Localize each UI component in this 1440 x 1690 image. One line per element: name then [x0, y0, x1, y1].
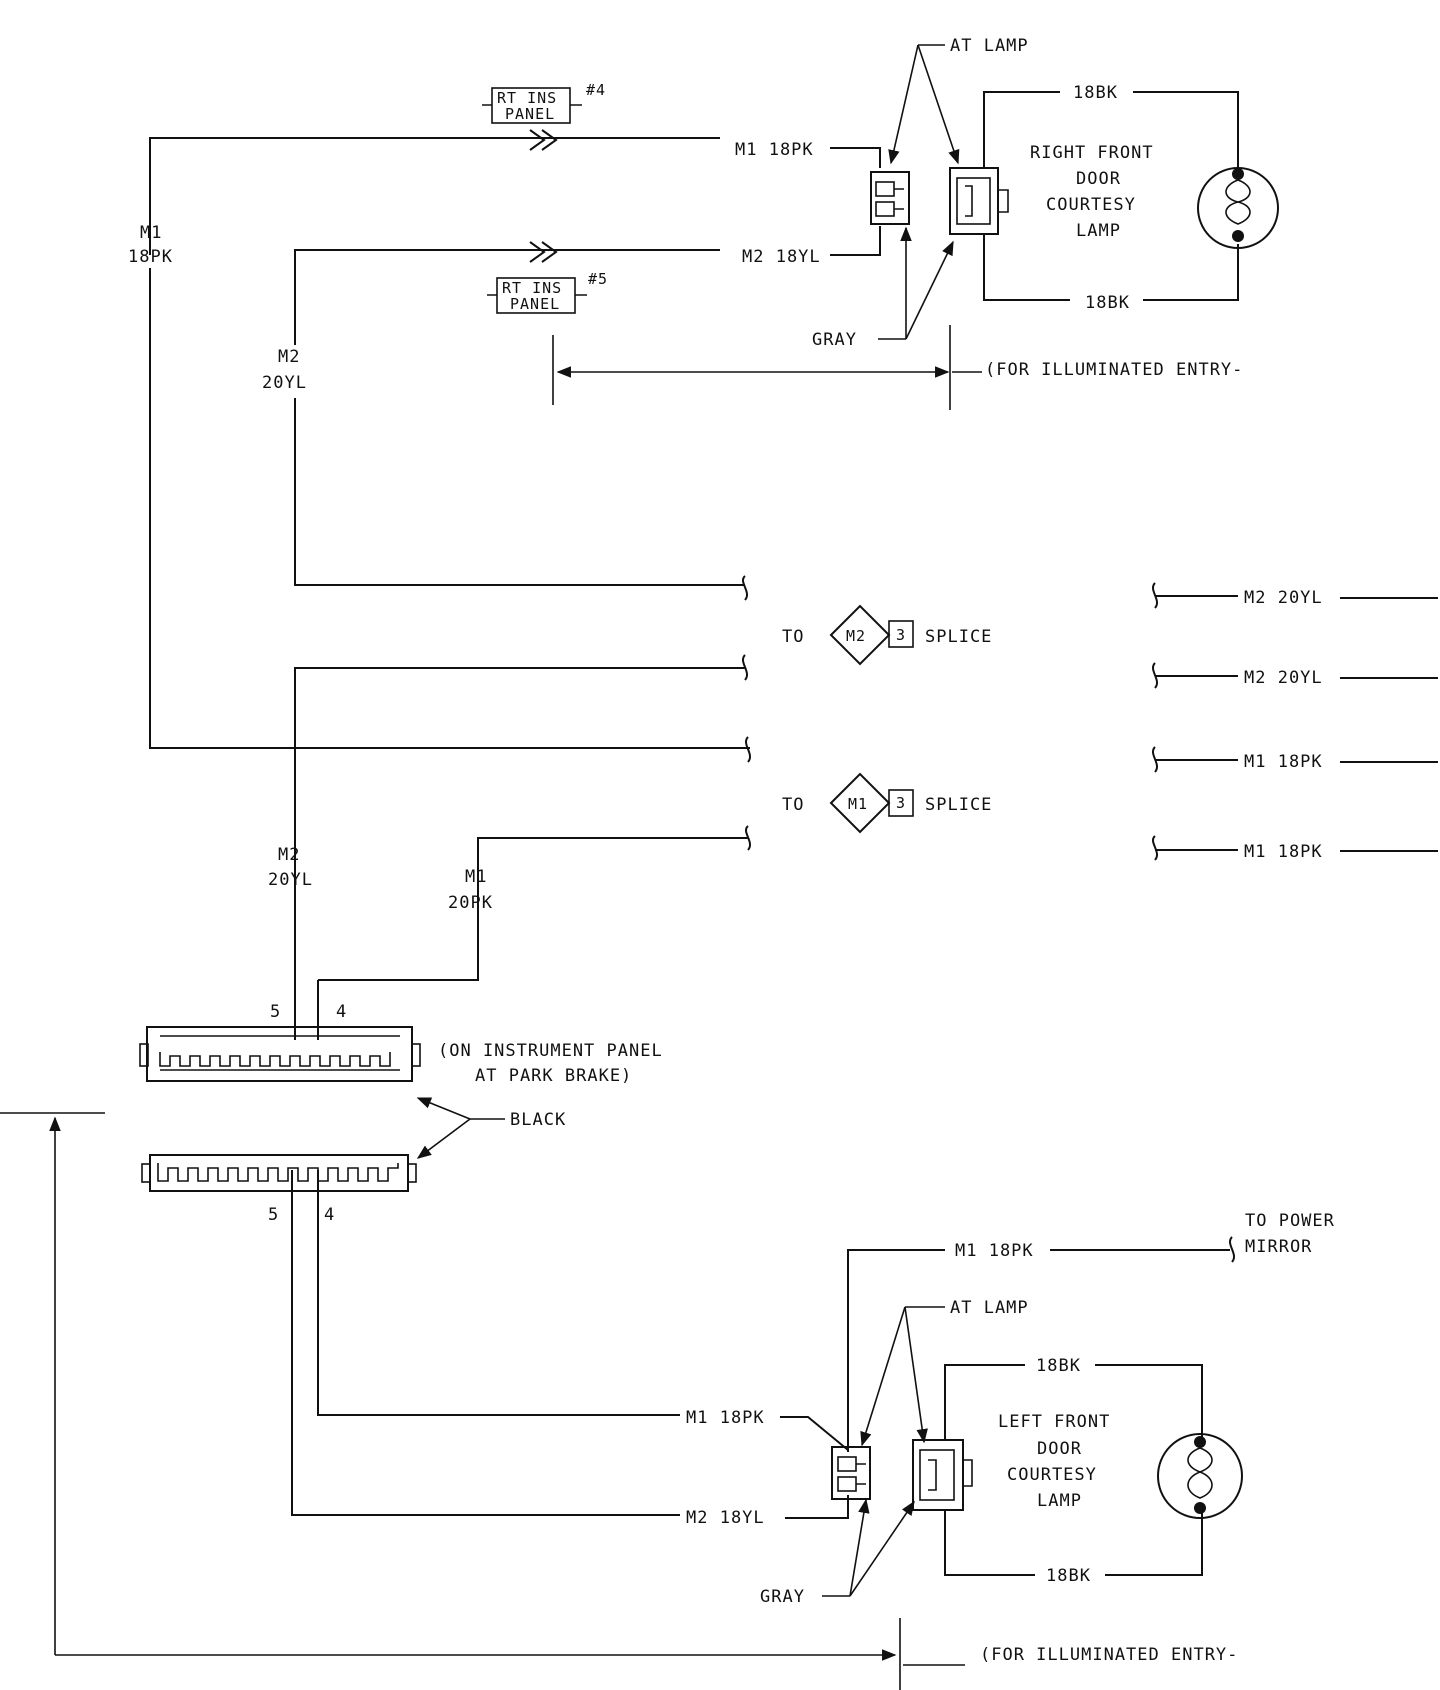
right-wire-1-label: M2 20YL [1244, 588, 1323, 608]
top-18bk-top: 18BK [1073, 83, 1118, 103]
connector-note-2: AT PARK BRAKE) [475, 1066, 632, 1086]
rf-courtesy-lamp-bulb [1197, 167, 1279, 249]
m1-20pk-label-a: M1 [465, 867, 487, 887]
svg-text:RT INS: RT INS [497, 89, 557, 107]
top-at-lamp-arrow-right [917, 44, 960, 165]
top-m1-inline-connector [529, 129, 558, 151]
splice1-symbol: M2 3 [829, 604, 914, 666]
top-lamp-connector [949, 167, 1009, 235]
bottom-gray-label: GRAY [760, 1587, 805, 1607]
lower-black-connector [141, 1154, 417, 1192]
rt-ins-panel-ref-4: RT INS PANEL #4 [482, 81, 606, 124]
lf-lamp-label-3: COURTESY [1007, 1465, 1097, 1485]
splice1-to: TO [782, 627, 804, 647]
lf-lamp-label-4: LAMP [1037, 1491, 1082, 1511]
svg-text:#4: #4 [586, 81, 606, 99]
svg-text:#5: #5 [588, 270, 608, 288]
svg-text:M2: M2 [846, 627, 866, 645]
top-m2-inline-connector [529, 241, 558, 263]
bottom-18bk-top: 18BK [1036, 1356, 1081, 1376]
top-gray-arrow-right [905, 240, 954, 340]
top-m1-wire [149, 137, 720, 255]
right-front-door-section: AT LAMP RT INS PANEL #4 M1 18PK M1 18PK … [128, 36, 1279, 749]
left-front-door-section: M1 18PK TO POWER MIRROR M1 18PK M2 18YL … [0, 1112, 1335, 1690]
bottom-m1-18pk-label: M1 18PK [686, 1408, 765, 1428]
upper-black-connector [139, 1026, 421, 1082]
bottom-m1-18pk-top: M1 18PK [955, 1241, 1034, 1261]
rf-lamp-label-3: COURTESY [1046, 195, 1136, 215]
top-m2-wire [294, 249, 720, 345]
bottom-at-lamp-arrow-left [860, 1306, 906, 1447]
top-connector-pin-5: 5 [270, 1002, 281, 1022]
svg-text:PANEL: PANEL [510, 295, 560, 313]
top-harness-connector [870, 171, 910, 225]
to-power-label: TO POWER [1245, 1211, 1335, 1231]
bottom-lamp-connector [912, 1439, 973, 1511]
bottom-gray-arrow-left [849, 1498, 870, 1597]
bottom-connector-pin-4: 4 [324, 1205, 335, 1225]
svg-text:3: 3 [896, 794, 906, 812]
left-m1-label-a: M1 [140, 223, 162, 243]
top-gray-label: GRAY [812, 330, 857, 350]
bottom-m2-18yl-label: M2 18YL [686, 1508, 765, 1528]
splice2-to: TO [782, 795, 804, 815]
svg-text:3: 3 [896, 626, 906, 644]
mirror-label: MIRROR [1245, 1237, 1312, 1257]
rf-lamp-label-1: RIGHT FRONT [1030, 143, 1154, 163]
left-m1-label-b: 18PK [128, 247, 173, 267]
left-m2-label-a: M2 [278, 347, 300, 367]
lf-courtesy-lamp-bulb [1157, 1433, 1243, 1519]
splice2-symbol: M1 3 [829, 772, 914, 834]
black-arrow-down [416, 1118, 471, 1159]
top-illum-entry-label: (FOR ILLUMINATED ENTRY- [985, 360, 1243, 380]
bottom-illum-entry-label: (FOR ILLUMINATED ENTRY- [980, 1645, 1238, 1665]
lf-lamp-label-1: LEFT FRONT [998, 1412, 1110, 1432]
splice2-label: SPLICE [925, 795, 992, 815]
m2-20yl-label-a: M2 [278, 845, 300, 865]
bottom-at-lamp-arrow-right [904, 1306, 928, 1444]
top-at-lamp-arrow-left [888, 44, 919, 165]
top-m1-18pk-label: M1 18PK [735, 140, 814, 160]
top-18bk-bottom: 18BK [1085, 293, 1130, 313]
right-wire-3-label: M1 18PK [1244, 752, 1323, 772]
m2-20yl-label-b: 20YL [268, 870, 313, 890]
left-m2-label-b: 20YL [262, 373, 307, 393]
black-label: BLACK [510, 1110, 566, 1130]
bottom-connector-pin-5: 5 [268, 1205, 279, 1225]
connector-note-1: (ON INSTRUMENT PANEL [438, 1041, 663, 1061]
bottom-18bk-bottom: 18BK [1046, 1566, 1091, 1586]
bottom-harness-connector [831, 1446, 871, 1500]
top-connector-pin-4: 4 [336, 1002, 347, 1022]
bottom-at-lamp-label: AT LAMP [950, 1298, 1029, 1318]
top-at-lamp-label: AT LAMP [950, 36, 1029, 56]
svg-text:M1: M1 [848, 795, 868, 813]
splice-section: TO M2 3 SPLICE TO M1 3 SPLICE M2 20YL M2… [268, 575, 1438, 1022]
rf-lamp-label-2: DOOR [1076, 169, 1121, 189]
right-wire-2-label: M2 20YL [1244, 668, 1323, 688]
m1-20pk-label-b: 20PK [448, 893, 493, 913]
svg-text:RT INS: RT INS [502, 279, 562, 297]
rf-lamp-label-4: LAMP [1076, 221, 1121, 241]
splice1-label: SPLICE [925, 627, 992, 647]
lf-lamp-label-2: DOOR [1037, 1439, 1082, 1459]
right-wire-4-label: M1 18PK [1244, 842, 1323, 862]
bottom-gray-arrow-right [849, 1500, 915, 1597]
top-m2-18yl-label: M2 18YL [742, 247, 821, 267]
black-arrow-up [416, 1097, 471, 1120]
instrument-panel-connector-section: 5 4 (ON INSTRUMENT PANEL AT PARK BRAKE) … [139, 895, 663, 1225]
svg-text:PANEL: PANEL [505, 105, 555, 123]
rt-ins-panel-ref-5: RT INS PANEL #5 [487, 270, 608, 314]
